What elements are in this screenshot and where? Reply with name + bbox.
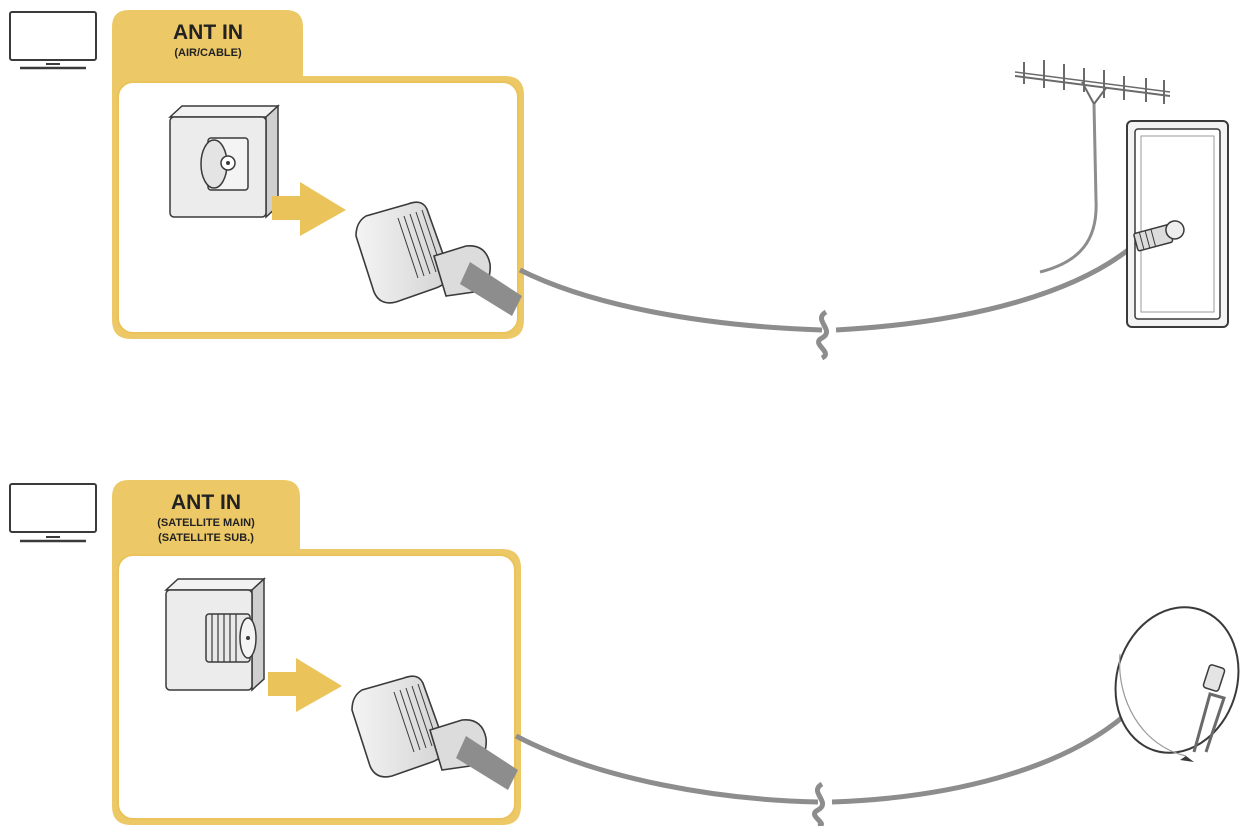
section-air-cable: ANT IN (AIR/CABLE)	[9, 10, 1229, 361]
section-satellite: ANT IN (SATELLITE MAIN) (SATELLITE SUB.)	[9, 480, 1240, 826]
coax-plug-icon	[355, 201, 522, 316]
port-label-title: ANT IN	[173, 21, 243, 44]
satellite-port-icon	[164, 577, 266, 692]
port-label-sub: (AIR/CABLE)	[174, 47, 242, 59]
coax-cable	[514, 714, 1126, 826]
tv-icon	[9, 11, 97, 70]
ant-in-port-icon	[168, 104, 280, 219]
coax-plug-icon	[351, 675, 518, 790]
insert-arrow-icon	[272, 182, 346, 236]
cable-break-mark	[816, 309, 829, 361]
insert-arrow-icon	[268, 658, 342, 712]
satellite-dish-icon	[1114, 606, 1240, 762]
antenna-icon	[1014, 60, 1171, 274]
coax-cable	[518, 244, 1135, 361]
wall-outlet-icon	[1126, 120, 1229, 328]
cable-break-mark	[812, 781, 825, 826]
port-label-sub-main: (SATELLITE MAIN)	[157, 517, 255, 529]
port-label-title: ANT IN	[171, 491, 241, 514]
port-label-sub-sub: (SATELLITE SUB.)	[158, 532, 254, 544]
tv-icon	[9, 483, 97, 543]
